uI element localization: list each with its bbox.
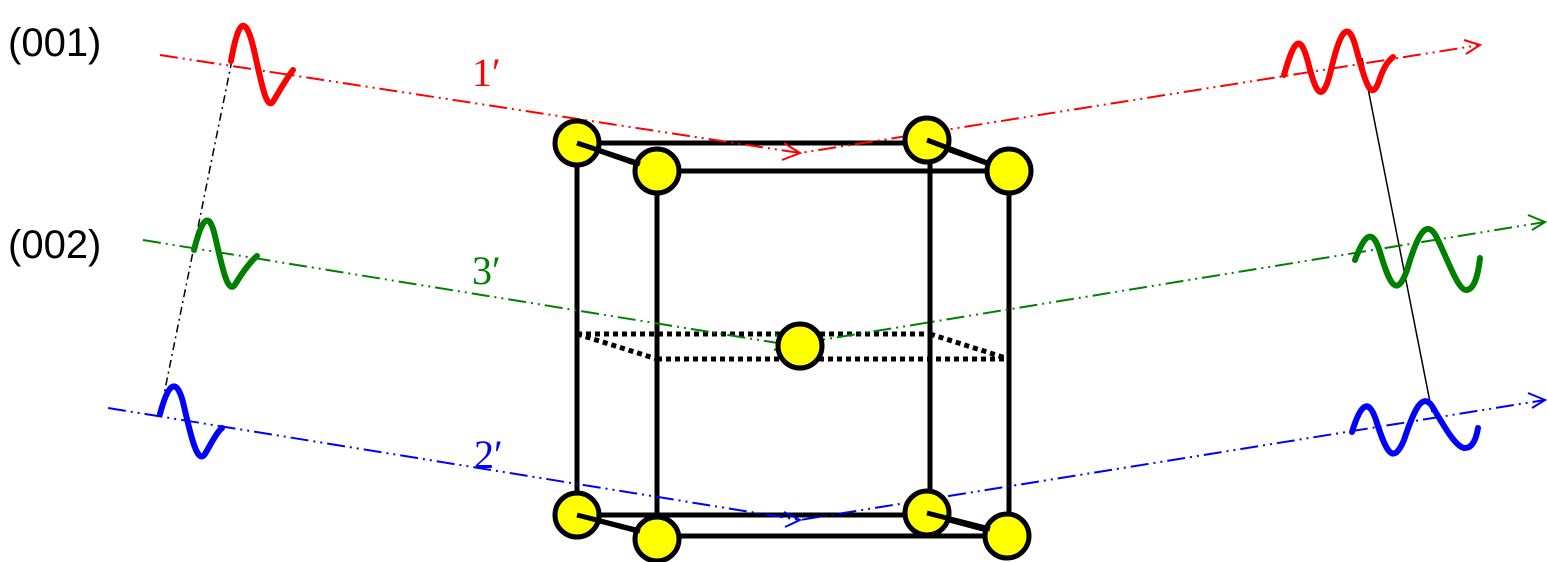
- diffracted-wavefront-line: [1361, 57, 1433, 413]
- ray-1-path: [159, 44, 1481, 155]
- ray-2-arrowhead-in: [783, 511, 803, 528]
- plane-label-001: (001): [8, 21, 101, 65]
- atom-front-top-right: [984, 146, 1034, 196]
- atoms: [552, 115, 1034, 562]
- ray-2-label: 2′: [474, 432, 503, 477]
- ray-1: [159, 22, 1483, 161]
- ray-2: [107, 383, 1547, 528]
- ray-2-incident-wave: [157, 383, 225, 460]
- unit-cell-front-face: [654, 168, 1012, 539]
- ray-1-incident-wave: [228, 22, 296, 107]
- atom-front-bottom-right: [982, 511, 1032, 561]
- atom-back-bottom-right: [902, 488, 952, 538]
- ray-3-arrowhead-out: [1527, 214, 1547, 231]
- ray-3: [142, 214, 1547, 351]
- ray-2-arrowhead-out: [1527, 392, 1547, 409]
- ray-1-label: 1′: [472, 50, 501, 95]
- ray-2-diffracted-wave: [1349, 398, 1481, 457]
- ray-2-path: [107, 399, 1546, 522]
- atom-front-bottom-left: [632, 514, 682, 562]
- atom-body-center: [775, 321, 825, 371]
- ray-1-arrowhead-in: [781, 142, 803, 161]
- atom-bonds: [576, 137, 991, 534]
- ray-3-diffracted-wave: [1352, 226, 1483, 294]
- ray-3-incident-wave: [191, 217, 260, 290]
- unit-cell-back-face: [574, 140, 933, 518]
- ray-3-path: [142, 221, 1546, 347]
- ray-1-arrowhead-out: [1463, 39, 1483, 55]
- ray-3-label: 3′: [472, 248, 501, 293]
- mid-plane-002: [576, 331, 1010, 362]
- plane-label-002: (002): [8, 223, 101, 267]
- atom-front-top-left: [632, 146, 682, 196]
- ray-1-diffracted-wave: [1281, 28, 1396, 95]
